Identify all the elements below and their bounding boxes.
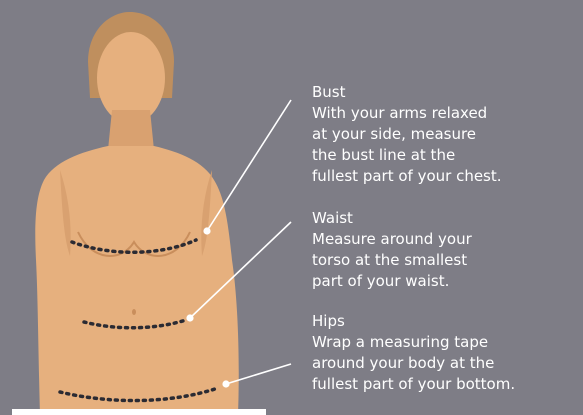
- hips-info: Hips Wrap a measuring tape around your b…: [312, 311, 515, 395]
- waist-info: Waist Measure around your torso at the s…: [312, 208, 472, 292]
- hips-line-3: fullest part of your bottom.: [312, 374, 515, 395]
- hips-line-2: around your body at the: [312, 353, 515, 374]
- waist-line-1: Measure around your: [312, 229, 472, 250]
- bust-guide-line: [207, 100, 291, 231]
- neck-shape: [108, 110, 154, 150]
- hips-title: Hips: [312, 311, 515, 332]
- waist-line-2: torso at the smallest: [312, 250, 472, 271]
- waist-guide-dot: [186, 314, 193, 321]
- bust-guide-dot: [203, 227, 210, 234]
- waist-title: Waist: [312, 208, 472, 229]
- hips-line-1: Wrap a measuring tape: [312, 332, 515, 353]
- bust-info: Bust With your arms relaxed at your side…: [312, 82, 502, 187]
- waist-line-3: part of your waist.: [312, 271, 472, 292]
- hips-guide-dot: [222, 380, 229, 387]
- bust-line-3: the bust line at the: [312, 145, 502, 166]
- bust-title: Bust: [312, 82, 502, 103]
- bust-line-4: fullest part of your chest.: [312, 166, 502, 187]
- base-strip: [12, 409, 266, 415]
- bust-line-1: With your arms relaxed: [312, 103, 502, 124]
- bust-line-2: at your side, measure: [312, 124, 502, 145]
- navel: [132, 309, 136, 315]
